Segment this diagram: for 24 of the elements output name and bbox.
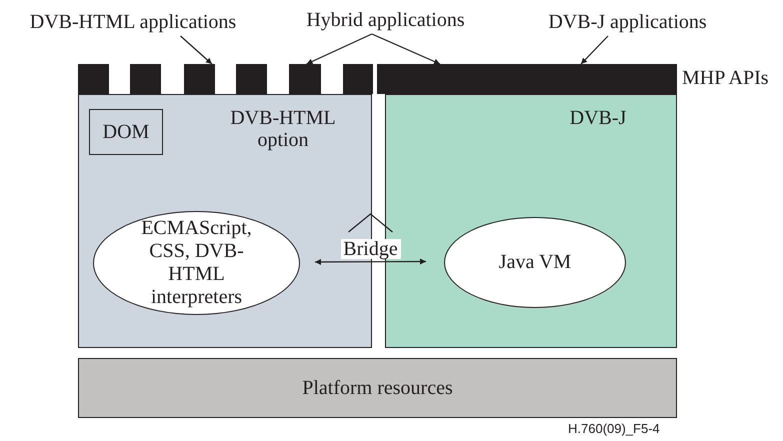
leader-arrow bbox=[580, 36, 608, 64]
double-arrow bbox=[315, 258, 426, 265]
api-block bbox=[184, 64, 215, 94]
ellipse-node: ECMAScript, CSS, DVB-HTML interpreters bbox=[93, 211, 300, 315]
callout-text: Hybrid applications bbox=[288, 6, 483, 34]
text-box: Platform resources bbox=[78, 358, 677, 418]
api-block bbox=[377, 64, 677, 94]
api-block bbox=[78, 64, 109, 94]
callout-text: DVB-J applications bbox=[530, 8, 725, 36]
api-block bbox=[130, 64, 161, 94]
edge-label: Bridge bbox=[340, 239, 400, 259]
api-block bbox=[236, 64, 267, 94]
api-block bbox=[289, 64, 321, 94]
api-label: MHP APIs bbox=[682, 67, 769, 90]
figure-id: H.760(09)_F5-4 bbox=[568, 421, 660, 436]
text-box: DOM bbox=[89, 109, 163, 155]
leader-arrow bbox=[372, 33, 440, 65]
panel-title: DVB-HTML option bbox=[229, 107, 337, 151]
panel-title: DVB-J bbox=[568, 107, 628, 129]
leader-arrow bbox=[180, 36, 212, 64]
callout-text: DVB-HTML applications bbox=[8, 8, 258, 36]
ellipse-node: Java VM bbox=[444, 217, 626, 308]
api-block bbox=[343, 64, 373, 94]
leader-arrow bbox=[306, 33, 372, 65]
